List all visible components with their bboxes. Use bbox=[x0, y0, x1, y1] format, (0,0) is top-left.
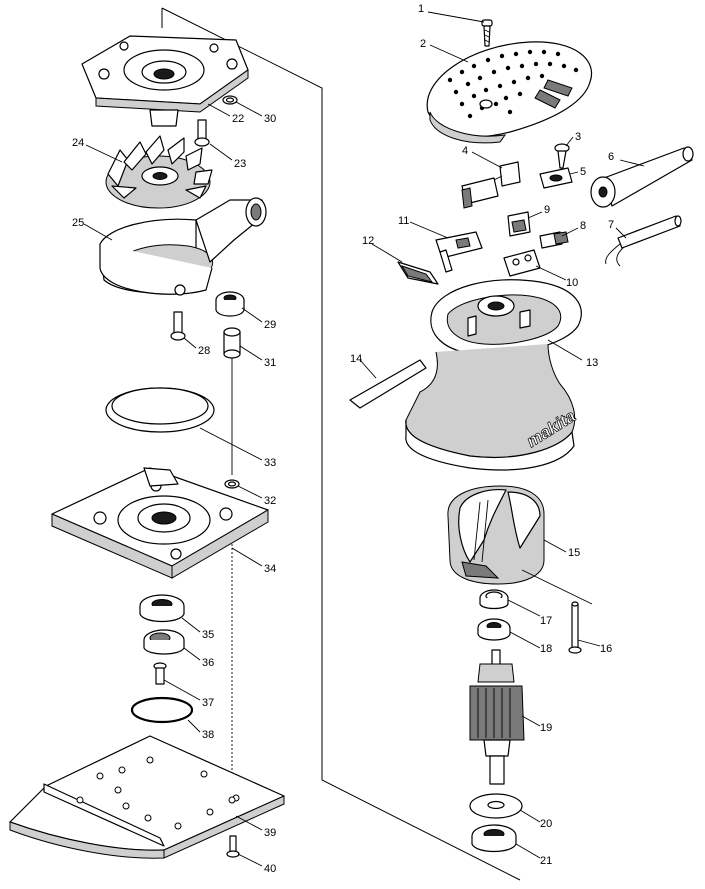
label-part-15: 15 bbox=[568, 547, 580, 559]
part-weight-31 bbox=[223, 327, 241, 359]
part-ring-30 bbox=[222, 95, 238, 105]
part-screw-1 bbox=[481, 19, 493, 47]
label-part-30: 30 bbox=[264, 113, 276, 125]
label-part-17: 17 bbox=[540, 615, 552, 627]
part-terminal-9 bbox=[507, 211, 531, 237]
part-cord-guard-6 bbox=[590, 146, 694, 208]
part-armature-19 bbox=[469, 649, 525, 785]
part-bearing-17 bbox=[479, 589, 509, 610]
label-part-10: 10 bbox=[566, 277, 578, 289]
part-brush-4 bbox=[461, 161, 521, 209]
label-part-21: 21 bbox=[540, 855, 552, 867]
part-screw-23 bbox=[194, 119, 210, 147]
part-shroud-25 bbox=[99, 197, 267, 296]
part-eccentric-36 bbox=[143, 629, 185, 655]
label-part-31: 31 bbox=[264, 357, 276, 369]
assembly-frame bbox=[161, 7, 521, 881]
part-bolt-16 bbox=[568, 601, 582, 654]
label-part-34: 34 bbox=[264, 563, 276, 575]
label-part-25: 25 bbox=[72, 217, 84, 229]
label-part-5: 5 bbox=[580, 166, 586, 178]
label-part-28: 28 bbox=[198, 345, 210, 357]
part-housing-13: makita bbox=[405, 279, 582, 471]
label-part-29: 29 bbox=[264, 319, 276, 331]
label-part-19: 19 bbox=[540, 722, 552, 734]
label-part-11: 11 bbox=[398, 215, 409, 227]
label-part-14: 14 bbox=[350, 353, 362, 365]
label-part-20: 20 bbox=[540, 818, 552, 830]
label-part-6: 6 bbox=[608, 151, 614, 163]
label-part-23: 23 bbox=[234, 158, 246, 170]
part-cord-7 bbox=[605, 215, 682, 267]
part-top-plate-22 bbox=[81, 35, 249, 127]
part-switch-8 bbox=[539, 231, 569, 249]
label-part-24: 24 bbox=[72, 137, 84, 149]
part-bearing-21 bbox=[471, 824, 517, 853]
part-brush-cap-5 bbox=[539, 167, 573, 189]
label-part-1: 1 bbox=[418, 3, 424, 15]
label-part-16: 16 bbox=[600, 643, 612, 655]
part-cover-2 bbox=[426, 41, 593, 144]
part-field-15 bbox=[447, 485, 545, 585]
label-part-36: 36 bbox=[202, 657, 214, 669]
part-base-34 bbox=[51, 467, 269, 579]
part-fan-24 bbox=[105, 135, 213, 209]
label-part-39: 39 bbox=[264, 827, 276, 839]
label-part-8: 8 bbox=[580, 220, 586, 232]
part-bushing-29 bbox=[215, 291, 245, 317]
part-bearing-18 bbox=[477, 618, 511, 641]
label-part-2: 2 bbox=[420, 38, 426, 50]
label-part-32: 32 bbox=[264, 495, 276, 507]
label-part-35: 35 bbox=[202, 629, 214, 641]
part-ring-33 bbox=[105, 387, 215, 433]
part-connector-10 bbox=[503, 249, 541, 277]
label-part-38: 38 bbox=[202, 729, 214, 741]
part-screw-40 bbox=[226, 835, 240, 858]
part-screw-28 bbox=[170, 311, 186, 341]
part-oring-38 bbox=[130, 696, 194, 724]
part-switch-lever-11 bbox=[435, 231, 483, 273]
part-label-14 bbox=[349, 359, 427, 409]
label-part-18: 18 bbox=[540, 643, 552, 655]
label-part-13: 13 bbox=[586, 357, 598, 369]
label-part-37: 37 bbox=[202, 697, 214, 709]
part-pad-39 bbox=[9, 735, 285, 859]
part-switch-button-12 bbox=[397, 261, 439, 285]
label-part-22: 22 bbox=[232, 113, 244, 125]
label-part-3: 3 bbox=[575, 131, 581, 143]
part-screw-3 bbox=[554, 143, 570, 169]
leader-lines bbox=[83, 11, 645, 867]
label-part-12: 12 bbox=[362, 235, 374, 247]
part-oring-32 bbox=[224, 479, 240, 489]
part-washer-20 bbox=[469, 793, 523, 819]
label-part-40: 40 bbox=[264, 863, 276, 875]
label-part-9: 9 bbox=[544, 204, 550, 216]
part-screw-37 bbox=[153, 662, 167, 685]
label-part-4: 4 bbox=[462, 145, 468, 157]
label-part-33: 33 bbox=[264, 457, 276, 469]
part-number-labels: 1 2 3 4 5 6 7 8 9 10 11 12 13 14 15 16 1… bbox=[72, 3, 614, 875]
part-bearing-35 bbox=[139, 594, 185, 623]
label-part-7: 7 bbox=[608, 219, 614, 231]
